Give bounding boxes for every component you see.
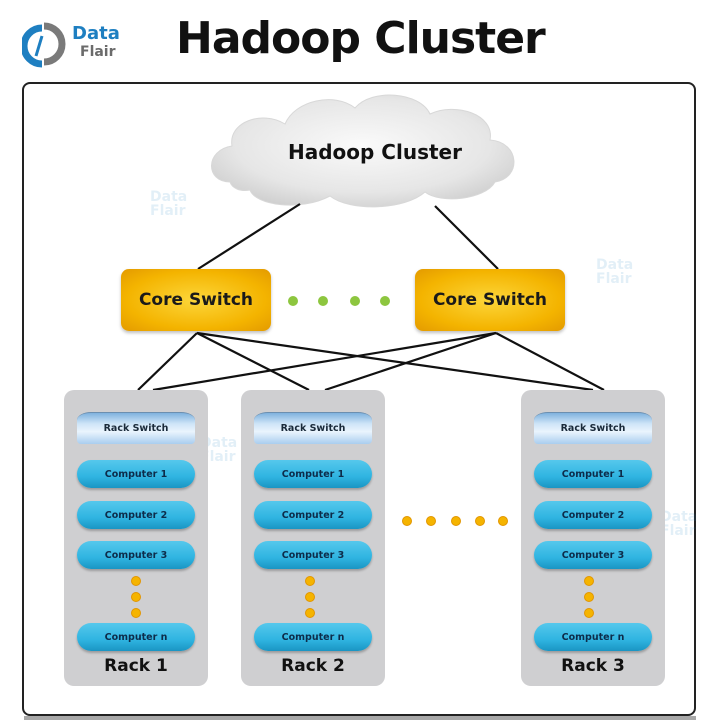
rack-ellipsis-dot: [305, 608, 315, 618]
link-core1-rack3: [196, 331, 594, 392]
computer-3: Computer 3: [254, 541, 372, 569]
computer-2: Computer 2: [77, 501, 195, 529]
link-core2-rack2: [324, 331, 497, 392]
rack-label: Rack 2: [281, 656, 345, 676]
rack-3: Rack Switch Computer 1 Computer 2 Comput…: [521, 390, 665, 686]
computer-n: Computer n: [534, 623, 652, 651]
link-core1-rack2: [196, 332, 310, 391]
computer-2: Computer 2: [254, 501, 372, 529]
core-switch-1: Core Switch: [121, 269, 271, 331]
computer-1: Computer 1: [534, 460, 652, 488]
link-core2-rack1: [152, 331, 497, 392]
rack-ellipsis-dot: [584, 576, 594, 586]
logo-stroke: [34, 35, 44, 57]
link-cloud-core2: [434, 205, 499, 270]
computer-n: Computer n: [77, 623, 195, 651]
link-core1-rack1: [137, 332, 198, 391]
rack-ellipsis-dot: [451, 516, 461, 526]
computer-n: Computer n: [254, 623, 372, 651]
rack-ellipsis-dot: [584, 608, 594, 618]
rack-label: Rack 3: [561, 656, 625, 676]
core-ellipsis-dot: [380, 296, 390, 306]
computer-2: Computer 2: [534, 501, 652, 529]
rack-ellipsis-dot: [131, 592, 141, 602]
rack-ellipsis-dot: [426, 516, 436, 526]
rack-switch: Rack Switch: [77, 412, 195, 444]
logo-text-flair: Flair: [80, 44, 116, 60]
rack-1: Rack Switch Computer 1 Computer 2 Comput…: [64, 390, 208, 686]
rack-ellipsis-dot: [584, 592, 594, 602]
dataflair-logo-icon: [22, 22, 66, 68]
link-cloud-core1: [197, 203, 301, 270]
logo-text-data: Data: [72, 23, 120, 44]
computer-3: Computer 3: [77, 541, 195, 569]
rack-switch: Rack Switch: [254, 412, 372, 444]
rack-2: Rack Switch Computer 1 Computer 2 Comput…: [241, 390, 385, 686]
logo-arc-gray: [43, 22, 66, 66]
rack-ellipsis-dot: [305, 576, 315, 586]
rack-switch: Rack Switch: [534, 412, 652, 444]
core-ellipsis-dot: [318, 296, 328, 306]
rack-ellipsis-dot: [498, 516, 508, 526]
rack-ellipsis-dot: [131, 576, 141, 586]
rack-ellipsis-dot: [475, 516, 485, 526]
bottom-bar: [24, 716, 696, 720]
cloud-icon: [211, 94, 515, 208]
core-ellipsis-dot: [288, 296, 298, 306]
core-switch-2: Core Switch: [415, 269, 565, 331]
cloud-label: Hadoop Cluster: [288, 140, 462, 164]
rack-label: Rack 1: [104, 656, 168, 676]
computer-1: Computer 1: [254, 460, 372, 488]
page-title: Hadoop Cluster: [176, 13, 546, 64]
rack-ellipsis-dot: [305, 592, 315, 602]
logo-arc-blue: [22, 24, 43, 68]
rack-ellipsis-dot: [131, 608, 141, 618]
computer-1: Computer 1: [77, 460, 195, 488]
rack-ellipsis-dot: [402, 516, 412, 526]
link-core2-rack3: [495, 332, 605, 391]
computer-3: Computer 3: [534, 541, 652, 569]
core-ellipsis-dot: [350, 296, 360, 306]
